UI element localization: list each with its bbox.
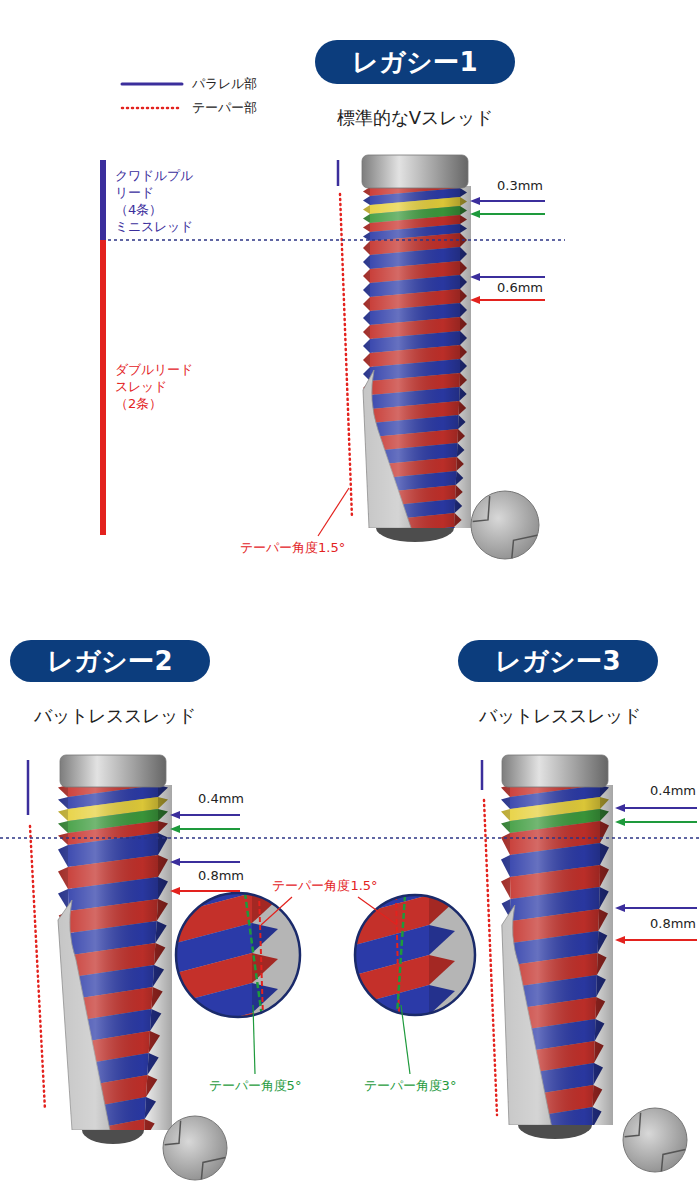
taper-label: テーパー角度1.5° [240,540,345,557]
taper-label: テーパー角度5° [209,1078,302,1095]
implant-body [497,749,613,1141]
end-view [471,491,539,559]
dimension: 0.8mm [650,916,696,933]
end-view [623,1108,687,1172]
badge-text: レガシー2 [47,644,172,679]
legend: パラレル部テーパー部 [120,72,257,120]
dimension: 0.4mm [650,783,696,800]
dimension: 0.6mm [497,280,543,297]
legend-text: テーパー部 [192,99,257,117]
subtitle: バットレススレッド [479,704,641,727]
section-label: ダブルリード スレッド （2条） [115,362,193,413]
end-view [163,1116,227,1180]
badge-text: レガシー1 [352,45,477,80]
section-label: クワドルプル リード（4条） ミニスレッド [115,168,193,236]
title-badge: レガシー3 [458,640,658,682]
legend-text: パラレル部 [192,75,257,93]
title-badge: レガシー2 [10,640,210,682]
dimension: 0.3mm [497,178,543,195]
zoom-inset [176,803,300,1063]
legend-row: テーパー部 [120,96,257,120]
legend-sample [120,102,184,114]
subtitle: バットレススレッド [34,704,196,727]
legend-sample [120,78,184,90]
dimension: 0.8mm [198,868,244,885]
markers [0,160,700,1115]
badge-text: レガシー3 [495,644,620,679]
zoom-inset [355,805,475,1065]
title-badge: レガシー1 [315,40,515,84]
subtitle: 標準的なVスレッド [337,106,493,129]
implant-body [359,155,471,549]
dimension: 0.4mm [198,791,244,808]
taper-label: テーパー角度3° [364,1078,457,1095]
implant-body [54,749,172,1153]
legend-row: パラレル部 [120,72,257,96]
taper-label: テーパー角度1.5° [272,878,377,895]
